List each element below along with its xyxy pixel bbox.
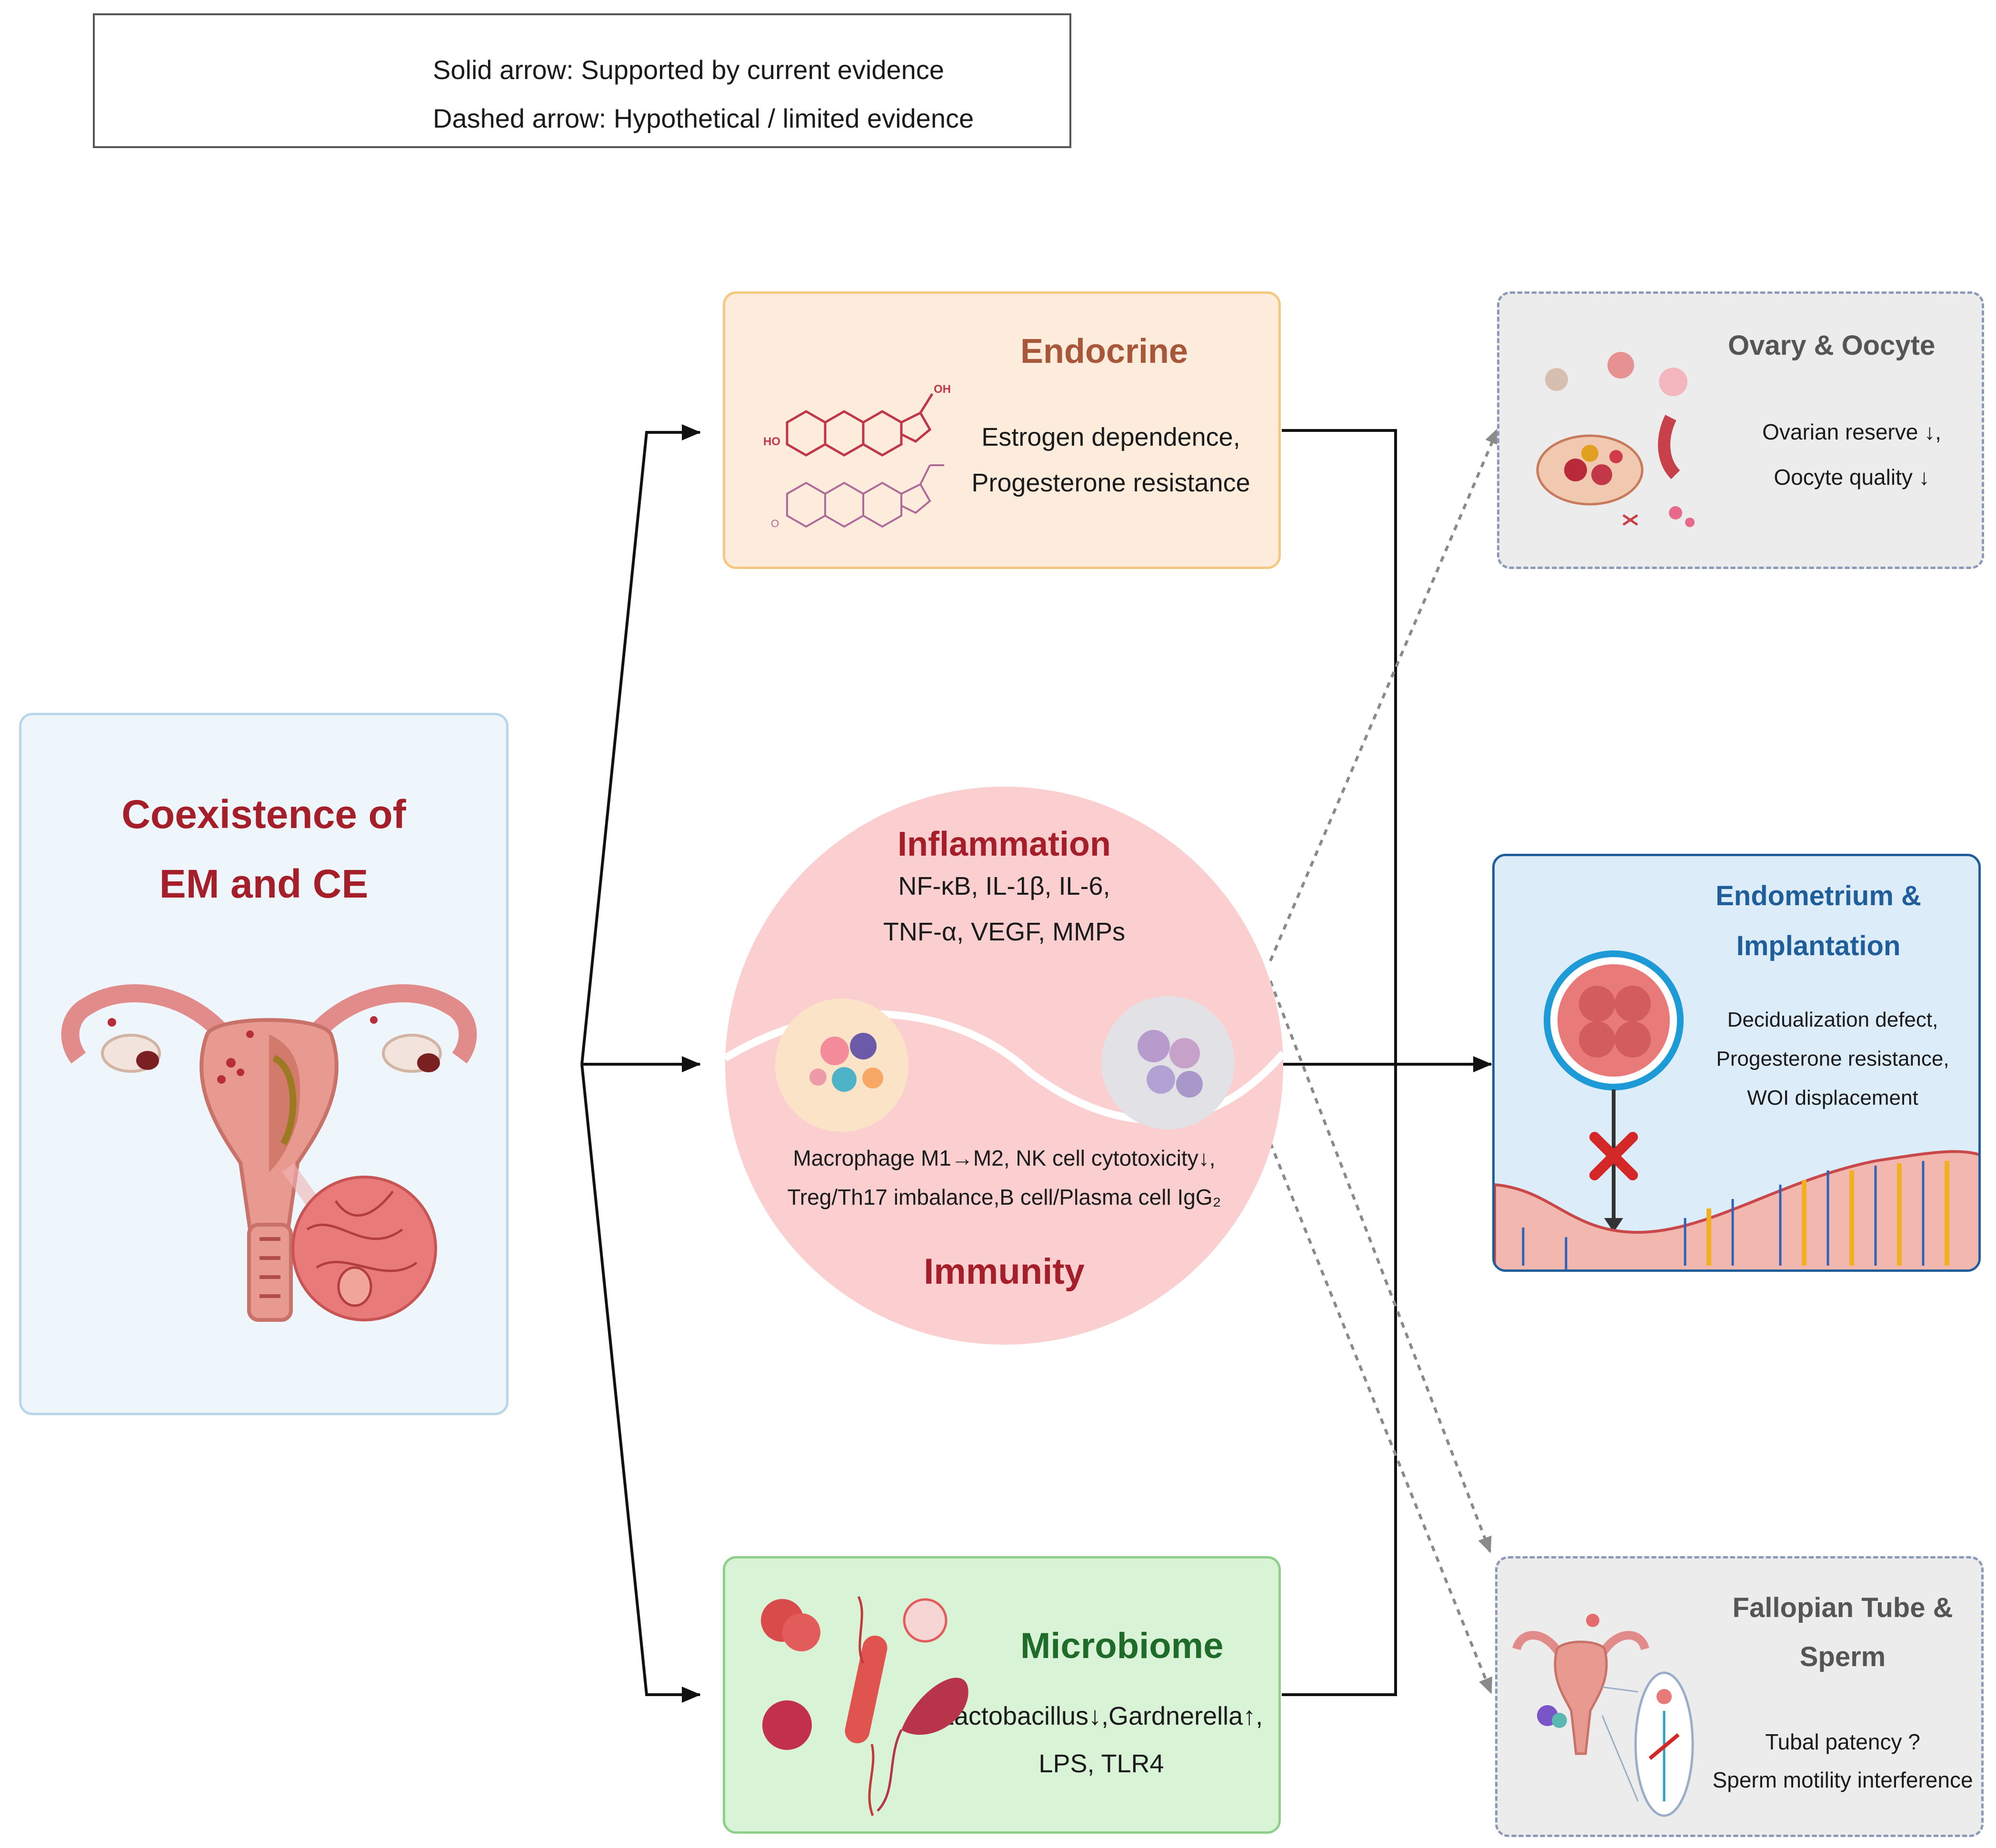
- steroid-molecules-icon: OH HO O: [763, 383, 951, 529]
- endometrium-title-line2: Implantation: [1736, 930, 1901, 961]
- ovary-icon: [1536, 352, 1695, 527]
- wave-divider: [725, 996, 1283, 1132]
- tube-line1: Tubal patency ?: [1765, 1729, 1920, 1754]
- embryo-endometrium-illustration: [1495, 950, 1978, 1269]
- source-box: Coexistence of EM and CE: [19, 713, 509, 1415]
- arrow-source-to-endocrine: [580, 424, 701, 1065]
- inflammation-line1: NF-κB, IL-1β, IL-6,: [898, 872, 1110, 900]
- dashed-arrow-to-tube-lower: [1269, 1142, 1493, 1694]
- endocrine-box: Endocrine Estrogen dependence, Progester…: [723, 291, 1281, 569]
- inflammation-immunity-circle: Inflammation NF-κB, IL-1β, IL-6, TNF-α, …: [725, 787, 1283, 1345]
- tube-title-line1: Fallopian Tube &: [1732, 1592, 1953, 1623]
- tube-sperm-illustration: [1512, 1614, 1694, 1817]
- ovary-line1: Ovarian reserve ↓,: [1762, 420, 1941, 444]
- legend-solid-label: Solid arrow: Supported by current eviden…: [433, 55, 944, 85]
- tube-title-line2: Sperm: [1799, 1641, 1886, 1672]
- inflammation-title: Inflammation: [897, 825, 1111, 863]
- arrow-source-to-microbiome: [580, 1064, 701, 1703]
- microbiome-title: Microbiome: [1020, 1626, 1224, 1666]
- dashed-arrow-to-tube-upper: [1269, 980, 1492, 1553]
- legend-box: Solid arrow: Supported by current eviden…: [93, 13, 1071, 148]
- inflammation-line2: TNF-α, VEGF, MMPs: [883, 918, 1126, 946]
- oh-label: OH: [934, 383, 951, 396]
- endocrine-line2: Progesterone resistance: [971, 469, 1250, 497]
- endometrium-implantation-box: Endometrium & Implantation Decidualizati…: [1492, 854, 1981, 1272]
- endometrium-title-line1: Endometrium &: [1716, 880, 1921, 911]
- ovary-line2: Oocyte quality ↓: [1774, 465, 1930, 489]
- endocrine-line1: Estrogen dependence,: [981, 423, 1240, 451]
- endometrium-line2: Progesterone resistance,: [1716, 1047, 1949, 1070]
- ovary-title: Ovary & Oocyte: [1728, 330, 1936, 361]
- o-label: O: [771, 518, 779, 529]
- endometrium-line3: WOI displacement: [1747, 1086, 1918, 1109]
- tube-line2: Sperm motility interference: [1712, 1768, 1973, 1792]
- connector-endocrine-bus: [1282, 429, 1397, 1696]
- immunity-line1: Macrophage M1→M2, NK cell cytotoxicity↓,: [793, 1146, 1216, 1170]
- microbiome-line2: LPS, TLR4: [1038, 1749, 1164, 1778]
- dashed-arrow-to-ovary: [1269, 428, 1499, 962]
- ho-label: HO: [763, 435, 780, 448]
- immunity-title: Immunity: [924, 1251, 1085, 1292]
- endometrium-line1: Decidualization defect,: [1727, 1008, 1938, 1031]
- uterus-illustration: [61, 984, 477, 1322]
- fallopian-tube-sperm-box: Fallopian Tube & Sperm Tubal patency ? S…: [1495, 1556, 1984, 1837]
- source-title-line1: Coexistence of: [121, 792, 406, 837]
- microbiome-box: Microbiome Lactobacillus↓,Gardnerella↑, …: [723, 1556, 1281, 1834]
- legend-dashed-label: Dashed arrow: Hypothetical / limited evi…: [433, 103, 974, 133]
- endocrine-title: Endocrine: [1020, 332, 1188, 370]
- source-title-line2: EM and CE: [159, 861, 369, 906]
- immunity-line2: Treg/Th17 imbalance,B cell/Plasma cell I…: [787, 1185, 1221, 1209]
- microbes-icon: [761, 1596, 968, 1816]
- ovary-oocyte-box: Ovary & Oocyte Ovarian reserve ↓, Oocyte…: [1497, 291, 1984, 569]
- microbiome-line1: Lactobacillus↓,Gardnerella↑,: [939, 1702, 1263, 1730]
